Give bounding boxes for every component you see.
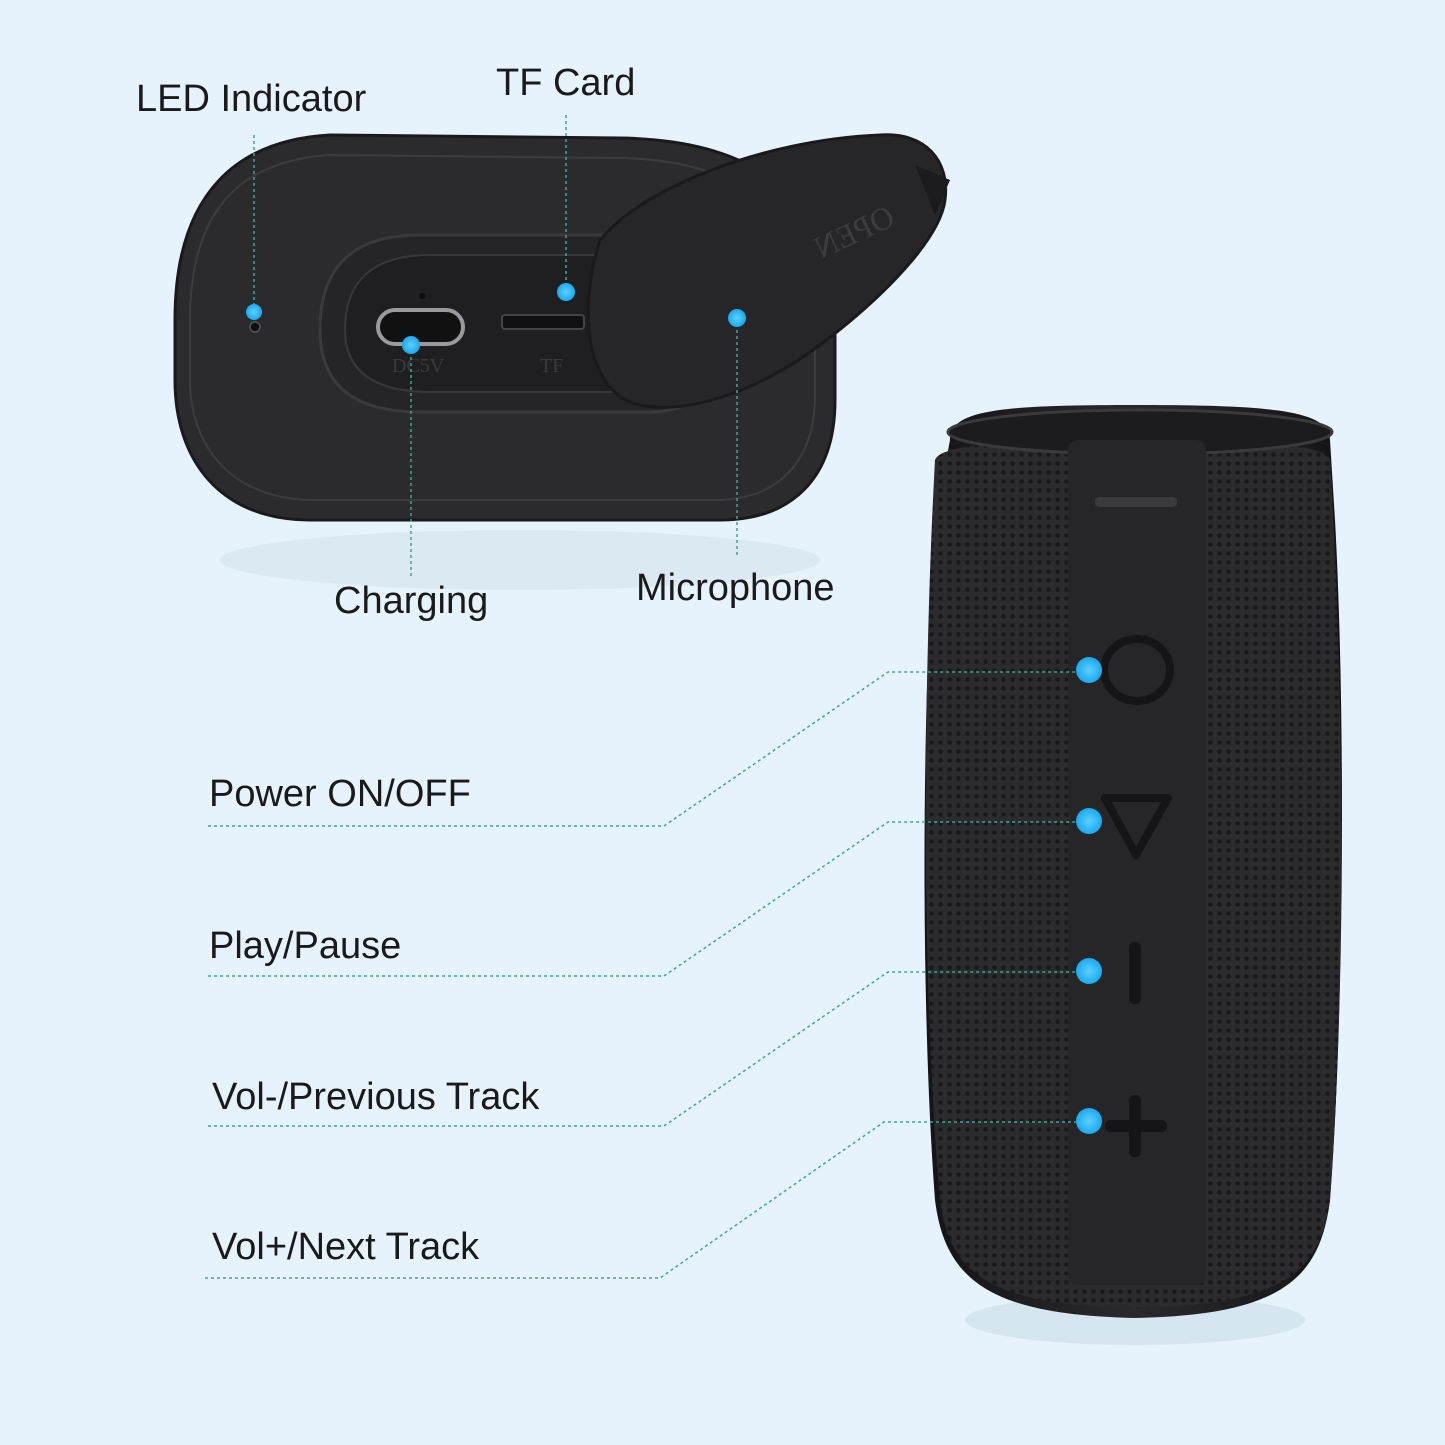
tf-slot-label: TF: [540, 355, 563, 377]
label-led-indicator: LED Indicator: [136, 78, 367, 120]
dot-vol-next: [1076, 1108, 1102, 1134]
strip-top-dash: [1095, 497, 1177, 507]
dot-vol-prev: [1076, 958, 1102, 984]
label-vol-prev: Vol-/Previous Track: [212, 1076, 540, 1118]
port-pinhole: [419, 293, 425, 299]
dot-power: [1076, 657, 1102, 683]
leader-play: [208, 821, 1088, 977]
port-label: DC5V: [392, 355, 445, 377]
label-microphone: Microphone: [636, 567, 835, 609]
callout-dots: [246, 283, 1102, 1134]
play-pause-button-icon[interactable]: [1101, 794, 1172, 859]
label-play-pause: Play/Pause: [209, 925, 402, 967]
label-tf-card: TF Card: [496, 62, 636, 104]
label-power: Power ON/OFF: [209, 773, 471, 815]
leader-vol-prev: [208, 971, 1088, 1127]
rubber-flap: [586, 133, 948, 409]
leader-power: [208, 671, 1088, 827]
vol-plus-button-icon[interactable]: [1105, 1095, 1167, 1157]
flap-hinge: [915, 165, 950, 215]
led-hole: [249, 321, 261, 333]
label-vol-next: Vol+/Next Track: [212, 1226, 480, 1268]
dot-led: [246, 304, 262, 320]
leader-lines: [205, 115, 1088, 1279]
usb-c-port: [376, 308, 465, 346]
leader-vol-next: [205, 1121, 1088, 1279]
dot-charging: [402, 336, 420, 354]
label-charging: Charging: [334, 580, 489, 622]
speaker-end-view: DC5V TF OPEN: [173, 133, 950, 590]
dot-play: [1076, 808, 1102, 834]
power-button-icon[interactable]: [1100, 635, 1174, 705]
speaker-front-view: [924, 405, 1342, 1345]
floor-shadow: [220, 530, 820, 590]
vol-minus-button-icon[interactable]: [1129, 942, 1141, 1004]
dot-microphone: [728, 309, 746, 327]
dot-tf: [557, 283, 575, 301]
tf-slot: [501, 314, 585, 330]
button-strip: [1068, 440, 1206, 1285]
